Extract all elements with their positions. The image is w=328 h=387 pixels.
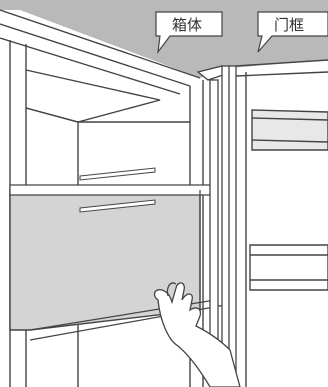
door-frame-callout-label: 门框 <box>274 16 304 34</box>
cabinet-callout-label: 箱体 <box>172 16 202 34</box>
right-door-interior <box>236 60 328 387</box>
